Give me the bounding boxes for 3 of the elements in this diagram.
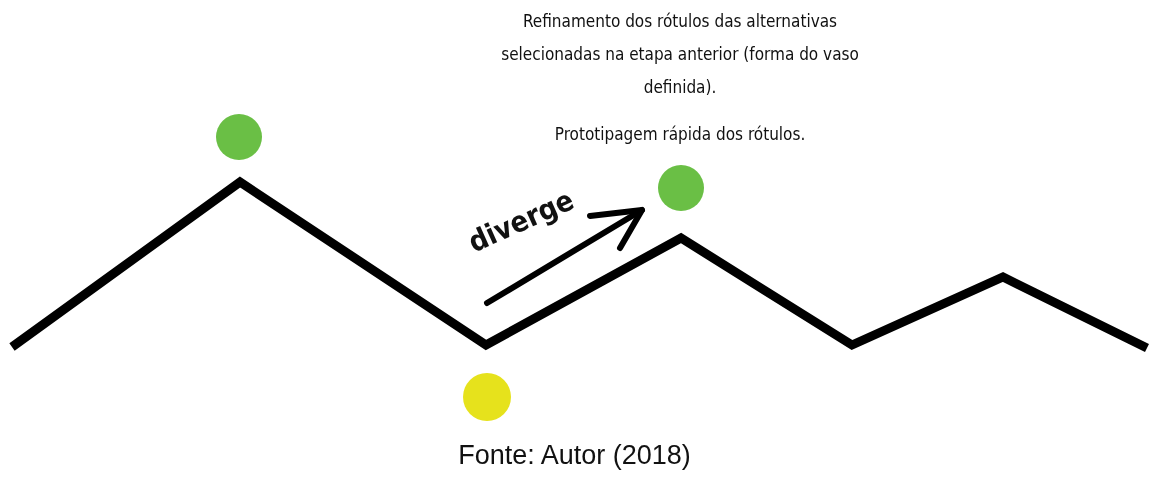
caption: Fonte: Autor (2018)	[457, 440, 692, 471]
note-text: Refinamento dos rótulos das alternativas selecionadas na etapa anterior (forma do vaso definida).	[500, 10, 860, 99]
note-text: Prototipagem rápida dos rótulos.	[553, 123, 807, 146]
